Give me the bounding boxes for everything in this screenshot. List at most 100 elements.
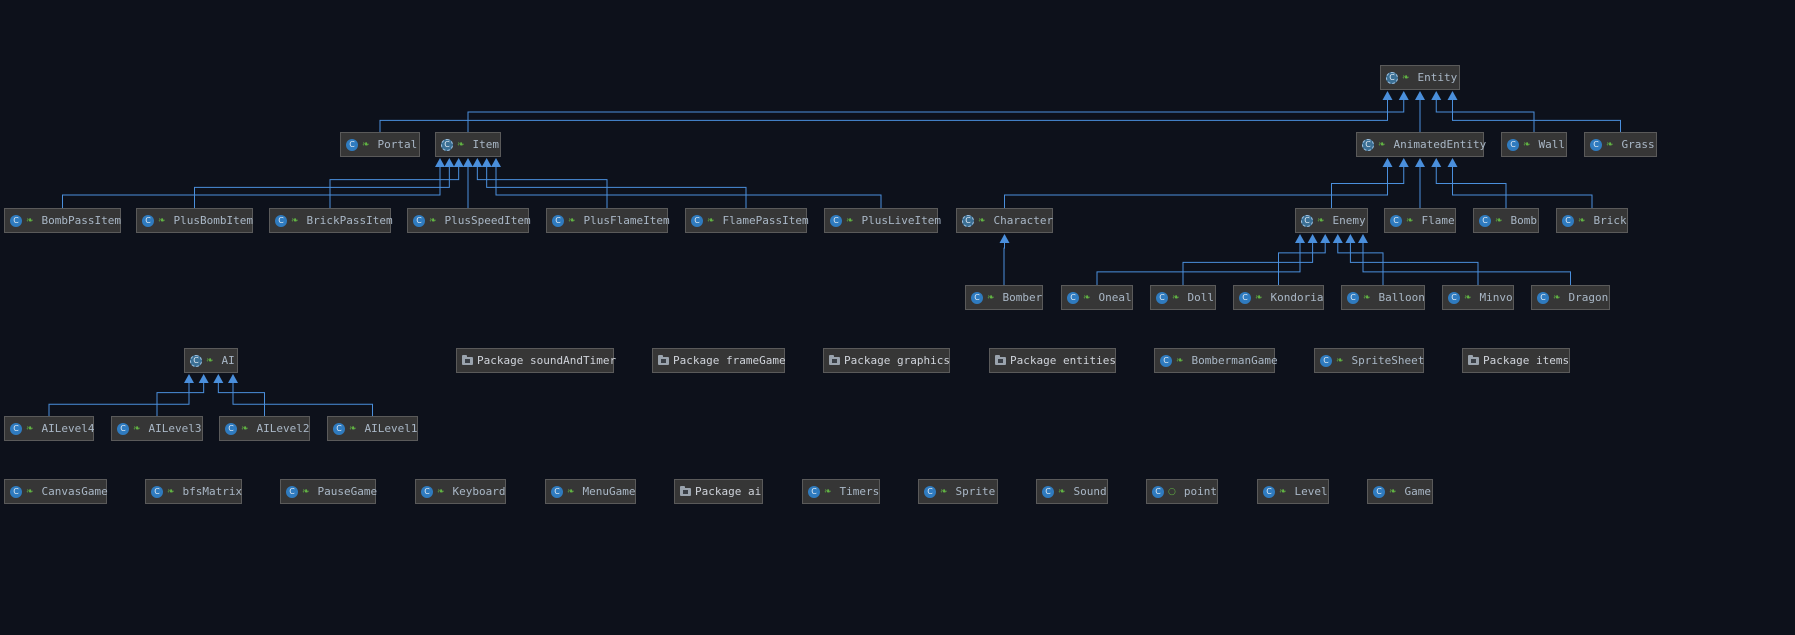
class-node-oneal[interactable]: C❧Oneal	[1061, 285, 1133, 310]
class-node-bombpassitem[interactable]: C❧BombPassItem	[4, 208, 121, 233]
public-visibility-icon: ❧	[1317, 215, 1325, 226]
node-label: SpriteSheet	[1351, 354, 1425, 367]
class-node-balloon[interactable]: C❧Balloon	[1341, 285, 1425, 310]
class-icon: C	[924, 485, 936, 498]
class-node-animatedentity[interactable]: C❧AnimatedEntity	[1356, 132, 1486, 157]
public-visibility-icon: ❧	[362, 139, 370, 150]
class-node-bombermangame[interactable]: C❧BombermanGame	[1154, 348, 1278, 373]
node-label: Sound	[1073, 485, 1107, 498]
node-label: Flame	[1421, 214, 1455, 227]
node-label: PlusLiveItem	[861, 214, 942, 227]
node-label: Minvo	[1479, 291, 1513, 304]
node-label: CanvasGame	[41, 485, 108, 498]
node-label: Kondoria	[1270, 291, 1324, 304]
class-node-plusflameitem[interactable]: C❧PlusFlameItem	[546, 208, 670, 233]
class-node-dragon[interactable]: C❧Dragon	[1531, 285, 1610, 310]
inheritance-arrowhead	[1398, 158, 1409, 167]
class-node-ailevel1[interactable]: C❧AILevel1	[327, 416, 418, 441]
class-node-brickpassitem[interactable]: C❧BrickPassItem	[269, 208, 393, 233]
class-node-sound[interactable]: C ❧ Sound	[1036, 479, 1108, 504]
class-node-ailevel3[interactable]: C❧AILevel3	[111, 416, 203, 441]
class-node-plusbombitem[interactable]: C❧PlusBombItem	[136, 208, 253, 233]
class-icon: C	[286, 485, 298, 498]
inheritance-edge-bomber-to-character	[1003, 240, 1005, 285]
inheritance-edge-grass-to-entity	[1452, 97, 1621, 132]
class-node-ailevel2[interactable]: C❧AILevel2	[219, 416, 310, 441]
public-visibility-icon: ❧	[940, 486, 948, 497]
class-node-spritesheet[interactable]: C❧SpriteSheet	[1314, 348, 1424, 373]
class-node-bfsmatrix[interactable]: C❧bfsMatrix	[145, 479, 242, 504]
public-visibility-icon: ❧	[1464, 292, 1472, 303]
class-node-minvo[interactable]: C ❧ Minvo	[1442, 285, 1514, 310]
class-node-plusliveitem[interactable]: C❧PlusLiveItem	[824, 208, 942, 233]
public-visibility-icon: ❧	[1378, 139, 1386, 150]
class-node-wall[interactable]: C❧Wall	[1501, 132, 1567, 157]
class-node-point[interactable]: C○point	[1146, 479, 1218, 504]
class-node-keyboard[interactable]: C❧Keyboard	[415, 479, 506, 504]
class-icon: C	[1590, 138, 1602, 151]
class-node-flamepassitem[interactable]: C❧FlamePassItem	[685, 208, 809, 233]
class-node-ai[interactable]: C❧AI	[184, 348, 238, 373]
class-node-entity[interactable]: C❧Entity	[1380, 65, 1460, 90]
node-label: AILevel3	[148, 422, 202, 435]
public-visibility-icon: ❧	[1058, 486, 1066, 497]
class-node-ailevel4[interactable]: C❧AILevel4	[4, 416, 95, 441]
class-node-flame[interactable]: C ❧ Flame	[1384, 208, 1456, 233]
class-icon: C	[1042, 485, 1054, 498]
public-visibility-icon: ❧	[1606, 139, 1614, 150]
inheritance-edge-kondoria-to-enemy	[1278, 240, 1326, 285]
public-visibility-icon: ❧	[26, 486, 34, 497]
package-node-pkg_items[interactable]: Package items	[1462, 348, 1570, 373]
class-icon: C	[1448, 291, 1460, 304]
class-icon: C	[1390, 214, 1402, 227]
class-node-bomb[interactable]: C❧Bomb	[1473, 208, 1539, 233]
inheritance-edge-wall-to-entity	[1435, 97, 1535, 132]
class-icon: C	[117, 422, 129, 435]
class-node-character[interactable]: C❧Character	[956, 208, 1053, 233]
node-label: point	[1183, 485, 1217, 498]
inheritance-arrowhead	[444, 158, 455, 167]
package-node-pkg_ai[interactable]: Package ai	[674, 479, 763, 504]
public-visibility-icon: ❧	[1406, 215, 1414, 226]
node-label: BombermanGame	[1191, 354, 1278, 367]
class-node-timers[interactable]: C❧Timers	[802, 479, 880, 504]
class-node-plusspeeditem[interactable]: C❧PlusSpeedItem	[407, 208, 531, 233]
inheritance-arrowhead	[1332, 234, 1343, 243]
class-node-sprite[interactable]: C❧Sprite	[918, 479, 998, 504]
class-node-menugame[interactable]: C❧MenuGame	[545, 479, 636, 504]
class-node-canvasgame[interactable]: C❧CanvasGame	[4, 479, 108, 504]
class-node-enemy[interactable]: C❧Enemy	[1295, 208, 1368, 233]
class-node-item[interactable]: C❧Item	[435, 132, 501, 157]
class-node-brick[interactable]: C❧Brick	[1556, 208, 1628, 233]
package-node-pkg_entities[interactable]: Package entities	[989, 348, 1116, 373]
inheritance-arrowhead	[1447, 158, 1458, 167]
package-node-pkg_frame[interactable]: Package frameGame	[652, 348, 786, 373]
class-node-doll[interactable]: C❧Doll	[1150, 285, 1216, 310]
node-label: Portal	[377, 138, 418, 151]
inheritance-arrowhead	[1345, 234, 1356, 243]
node-label: AILevel1	[364, 422, 418, 435]
node-label: PauseGame	[317, 485, 378, 498]
node-label: BrickPassItem	[306, 214, 393, 227]
node-label: Bomb	[1510, 214, 1538, 227]
abstract-class-icon: C	[1386, 71, 1398, 84]
class-node-bomber[interactable]: C❧Bomber	[965, 285, 1043, 310]
class-icon: C	[225, 422, 237, 435]
public-visibility-icon: ❧	[568, 215, 576, 226]
package-node-pkg_sound[interactable]: Package soundAndTimer	[456, 348, 616, 373]
class-node-kondoria[interactable]: C❧Kondoria	[1233, 285, 1324, 310]
class-node-game[interactable]: C❧Game	[1367, 479, 1433, 504]
class-icon: C	[10, 422, 22, 435]
class-node-pausegame[interactable]: C❧PauseGame	[280, 479, 378, 504]
inheritance-arrowhead	[1295, 234, 1305, 243]
public-visibility-icon: ❧	[158, 215, 166, 226]
package-node-pkg_graphics[interactable]: Package graphics	[823, 348, 950, 373]
class-node-grass[interactable]: C❧Grass	[1584, 132, 1657, 157]
class-node-portal[interactable]: C❧Portal	[340, 132, 420, 157]
class-node-level[interactable]: C❧Level	[1257, 479, 1329, 504]
inheritance-arrowhead	[1415, 158, 1425, 167]
inheritance-arrowhead	[1447, 91, 1458, 100]
node-label: Balloon	[1378, 291, 1425, 304]
class-icon: C	[1320, 354, 1332, 367]
class-icon: C	[1373, 485, 1385, 498]
